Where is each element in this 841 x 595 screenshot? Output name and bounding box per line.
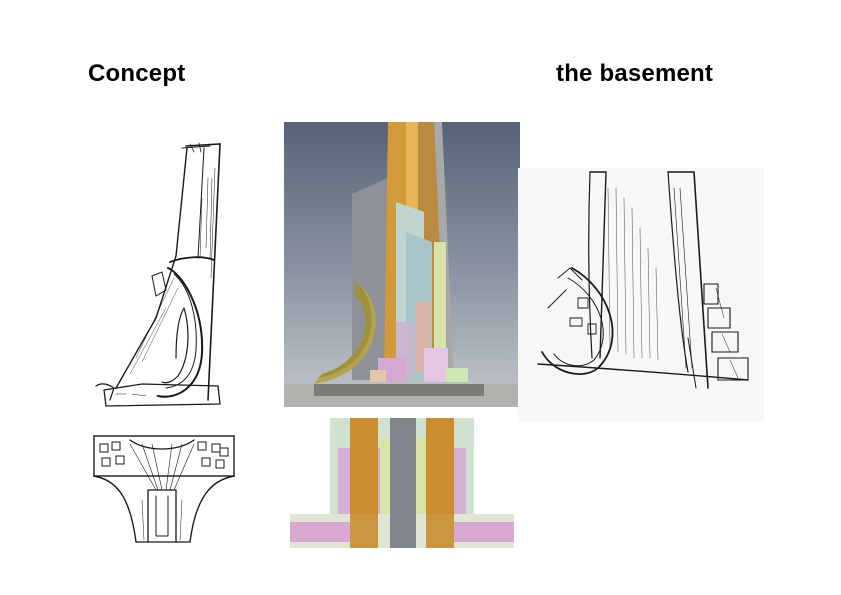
concept-sketch-elevation (86, 138, 234, 410)
basement-title: the basement (556, 60, 714, 87)
concept-title: Concept (88, 60, 186, 87)
tower-render-base (290, 418, 514, 548)
tower-render (284, 122, 520, 407)
concept-sketch-section (86, 430, 238, 550)
basement-sketch (518, 168, 764, 422)
